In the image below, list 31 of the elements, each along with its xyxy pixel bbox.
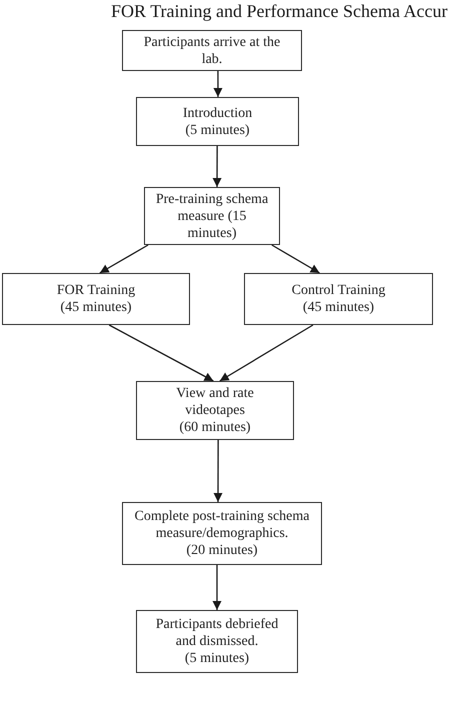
process-box xyxy=(144,187,280,245)
step-text: FOR Training xyxy=(56,282,136,299)
step-text: (5 minutes) xyxy=(185,122,250,138)
process-box xyxy=(136,381,294,440)
step-text: Participants arrive at the lab. xyxy=(142,34,282,68)
step-text: View and rate videotapes xyxy=(175,385,255,419)
arrow xyxy=(219,324,314,382)
step-text: Control Training xyxy=(292,282,386,299)
arrow xyxy=(214,440,223,502)
step-text: Introduction xyxy=(182,104,252,122)
arrow xyxy=(272,244,320,274)
process-box xyxy=(2,273,190,325)
process-box xyxy=(122,502,322,565)
diagram-title: FOR Training and Performance Schema Accur xyxy=(111,0,448,22)
process-box xyxy=(136,610,298,673)
step-text: Complete post-training schema measure/demographics. xyxy=(134,508,310,542)
arrow xyxy=(213,71,222,97)
process-box xyxy=(244,273,433,325)
process-box xyxy=(122,30,302,71)
step-text: (45 minutes) xyxy=(60,299,132,316)
step-text: Participants debriefed and dismissed. xyxy=(154,616,280,650)
step-text: Pre-training schema measure (15 minutes) xyxy=(154,190,270,242)
step-text: (45 minutes) xyxy=(302,299,374,316)
arrow xyxy=(212,146,222,187)
step-text: (5 minutes) xyxy=(184,650,250,667)
arrow xyxy=(108,324,214,382)
arrow xyxy=(99,244,148,274)
arrow xyxy=(212,565,222,610)
process-box xyxy=(136,97,299,146)
step-text: (20 minutes) xyxy=(186,542,258,559)
step-text: (60 minutes) xyxy=(179,419,251,436)
